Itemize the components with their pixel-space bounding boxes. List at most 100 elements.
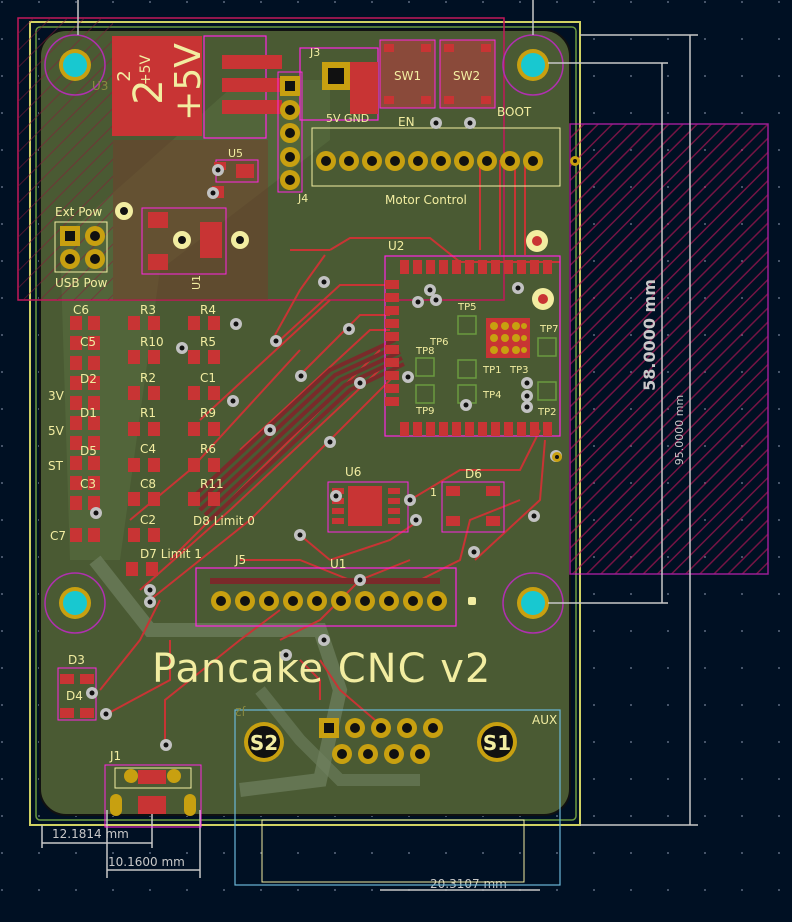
u2-thermal-pad <box>486 318 530 358</box>
en-label: EN <box>398 115 415 129</box>
u6-courtyard <box>327 481 409 533</box>
ref-r4: R4 <box>200 303 216 317</box>
ref-c3: C3 <box>80 477 96 491</box>
u2-label: U2 <box>388 239 404 253</box>
ref-c5: C5 <box>80 335 96 349</box>
u1-pad-2 <box>148 212 168 228</box>
ext-pow-label: Ext Pow <box>55 205 102 219</box>
regulator-pad <box>112 36 202 136</box>
j2-pins <box>319 718 443 764</box>
tp5-label: TP5 <box>457 302 477 313</box>
u1-pad <box>200 222 222 258</box>
ref-r2: R2 <box>140 371 156 385</box>
u2-bottom-pads <box>400 422 552 436</box>
j1-shield-left <box>110 794 122 816</box>
ref-d5: D5 <box>80 444 97 458</box>
led-3v-label: 3V <box>48 389 65 403</box>
u2-top-pads <box>400 260 552 274</box>
regulator-small-number: 2 <box>114 70 135 81</box>
u1-courtyard <box>141 207 227 275</box>
led-5v-label: 5V <box>48 424 65 438</box>
regulator-small-voltage: +5V <box>138 54 154 85</box>
j1-courtyard <box>104 764 202 828</box>
u1-ref-label: U1 <box>190 275 203 290</box>
u5-label: U5 <box>228 147 243 160</box>
board-title: Pancake CNC v2 <box>152 646 491 692</box>
dimension-10mm-label: 10.1600 mm <box>108 855 185 869</box>
j4-label: J4 <box>297 192 308 205</box>
j1-mount-right <box>167 769 181 783</box>
left-passives <box>70 316 220 576</box>
u2-left-pads <box>385 280 399 406</box>
passive-ref-labels: C6 C5 D2 D1 D5 C3 C7 R3 R10 R2 R1 C4 C8 … <box>50 303 224 543</box>
large-pads <box>526 230 554 310</box>
j1-silk <box>114 767 192 789</box>
s1-label: S1 <box>483 731 511 755</box>
ref-c4: C4 <box>140 442 156 456</box>
tp1-label: TP1 <box>482 365 502 376</box>
limit1-label: D7 Limit 1 <box>140 547 202 561</box>
regulator-big-voltage: +5V <box>168 43 209 121</box>
ref-r3: R3 <box>140 303 156 317</box>
u6-thermal-pad <box>348 486 382 526</box>
u1-pad-3 <box>148 254 168 270</box>
regulator-tab-3 <box>222 100 282 114</box>
j5-label: J5 <box>234 553 246 567</box>
copper-traces <box>99 160 560 745</box>
power-select-pins <box>60 226 105 269</box>
u6-label: U6 <box>345 465 361 479</box>
tp2-label: TP2 <box>537 407 557 418</box>
d6-pin1-label: 1 <box>430 486 437 499</box>
ground-trace-bottom-2 <box>255 686 420 786</box>
dimension-12mm-label: 12.1814 mm <box>52 827 129 841</box>
ref-d2: D2 <box>80 372 97 386</box>
ref-r1: R1 <box>140 406 156 420</box>
j2-silk-bottom <box>261 819 525 883</box>
j4-pins <box>280 76 300 190</box>
d6-label: D6 <box>465 467 482 481</box>
switch-pads <box>384 44 491 104</box>
j1-signal-pads <box>138 770 166 784</box>
ref-c8: C8 <box>140 477 156 491</box>
ref-r11: R11 <box>200 477 224 491</box>
regulator-ref: U3 <box>92 79 108 93</box>
dimension-20mm-label: 20.3107 mm <box>430 877 507 891</box>
tp4-label: TP4 <box>482 390 502 401</box>
ref-c7: C7 <box>50 529 66 543</box>
regulator-tab-1 <box>222 55 282 69</box>
d6-pads <box>446 486 500 526</box>
boot-label: BOOT <box>497 105 532 119</box>
ref-r10: R10 <box>140 335 164 349</box>
s2-label: S2 <box>250 731 278 755</box>
vias <box>86 117 580 751</box>
mounting-holes <box>44 34 564 634</box>
keepout-right-hatch <box>569 123 769 575</box>
d4-label: D4 <box>66 689 83 703</box>
ref-d1: D1 <box>80 406 97 420</box>
j5-silk-bar <box>210 578 440 584</box>
sw1-label: SW1 <box>394 69 421 83</box>
regulator-big-number: 2 <box>126 79 172 104</box>
tp8-label: TP8 <box>415 346 435 357</box>
tp3-label: TP3 <box>509 365 529 376</box>
ground-trace-bottom <box>89 555 348 797</box>
j1-shield-right <box>184 794 196 816</box>
j1-label: J1 <box>109 749 121 763</box>
ref-r9: R9 <box>200 406 216 420</box>
u1-label: U1 <box>330 557 346 571</box>
d6-courtyard <box>441 481 505 533</box>
led-st-label: ST <box>48 459 64 473</box>
dimension-lines <box>41 0 698 891</box>
j5-courtyard <box>195 567 457 627</box>
j2-outline <box>234 709 561 886</box>
j3-label: J3 <box>309 46 320 59</box>
ref-r6: R6 <box>200 442 216 456</box>
sw2-label: SW2 <box>453 69 480 83</box>
tp9-label: TP9 <box>415 406 435 417</box>
u5-pad-2 <box>236 164 254 178</box>
j5-pins <box>211 591 447 611</box>
tp6-label: TP6 <box>429 337 449 348</box>
copper-zone-left <box>60 80 330 560</box>
